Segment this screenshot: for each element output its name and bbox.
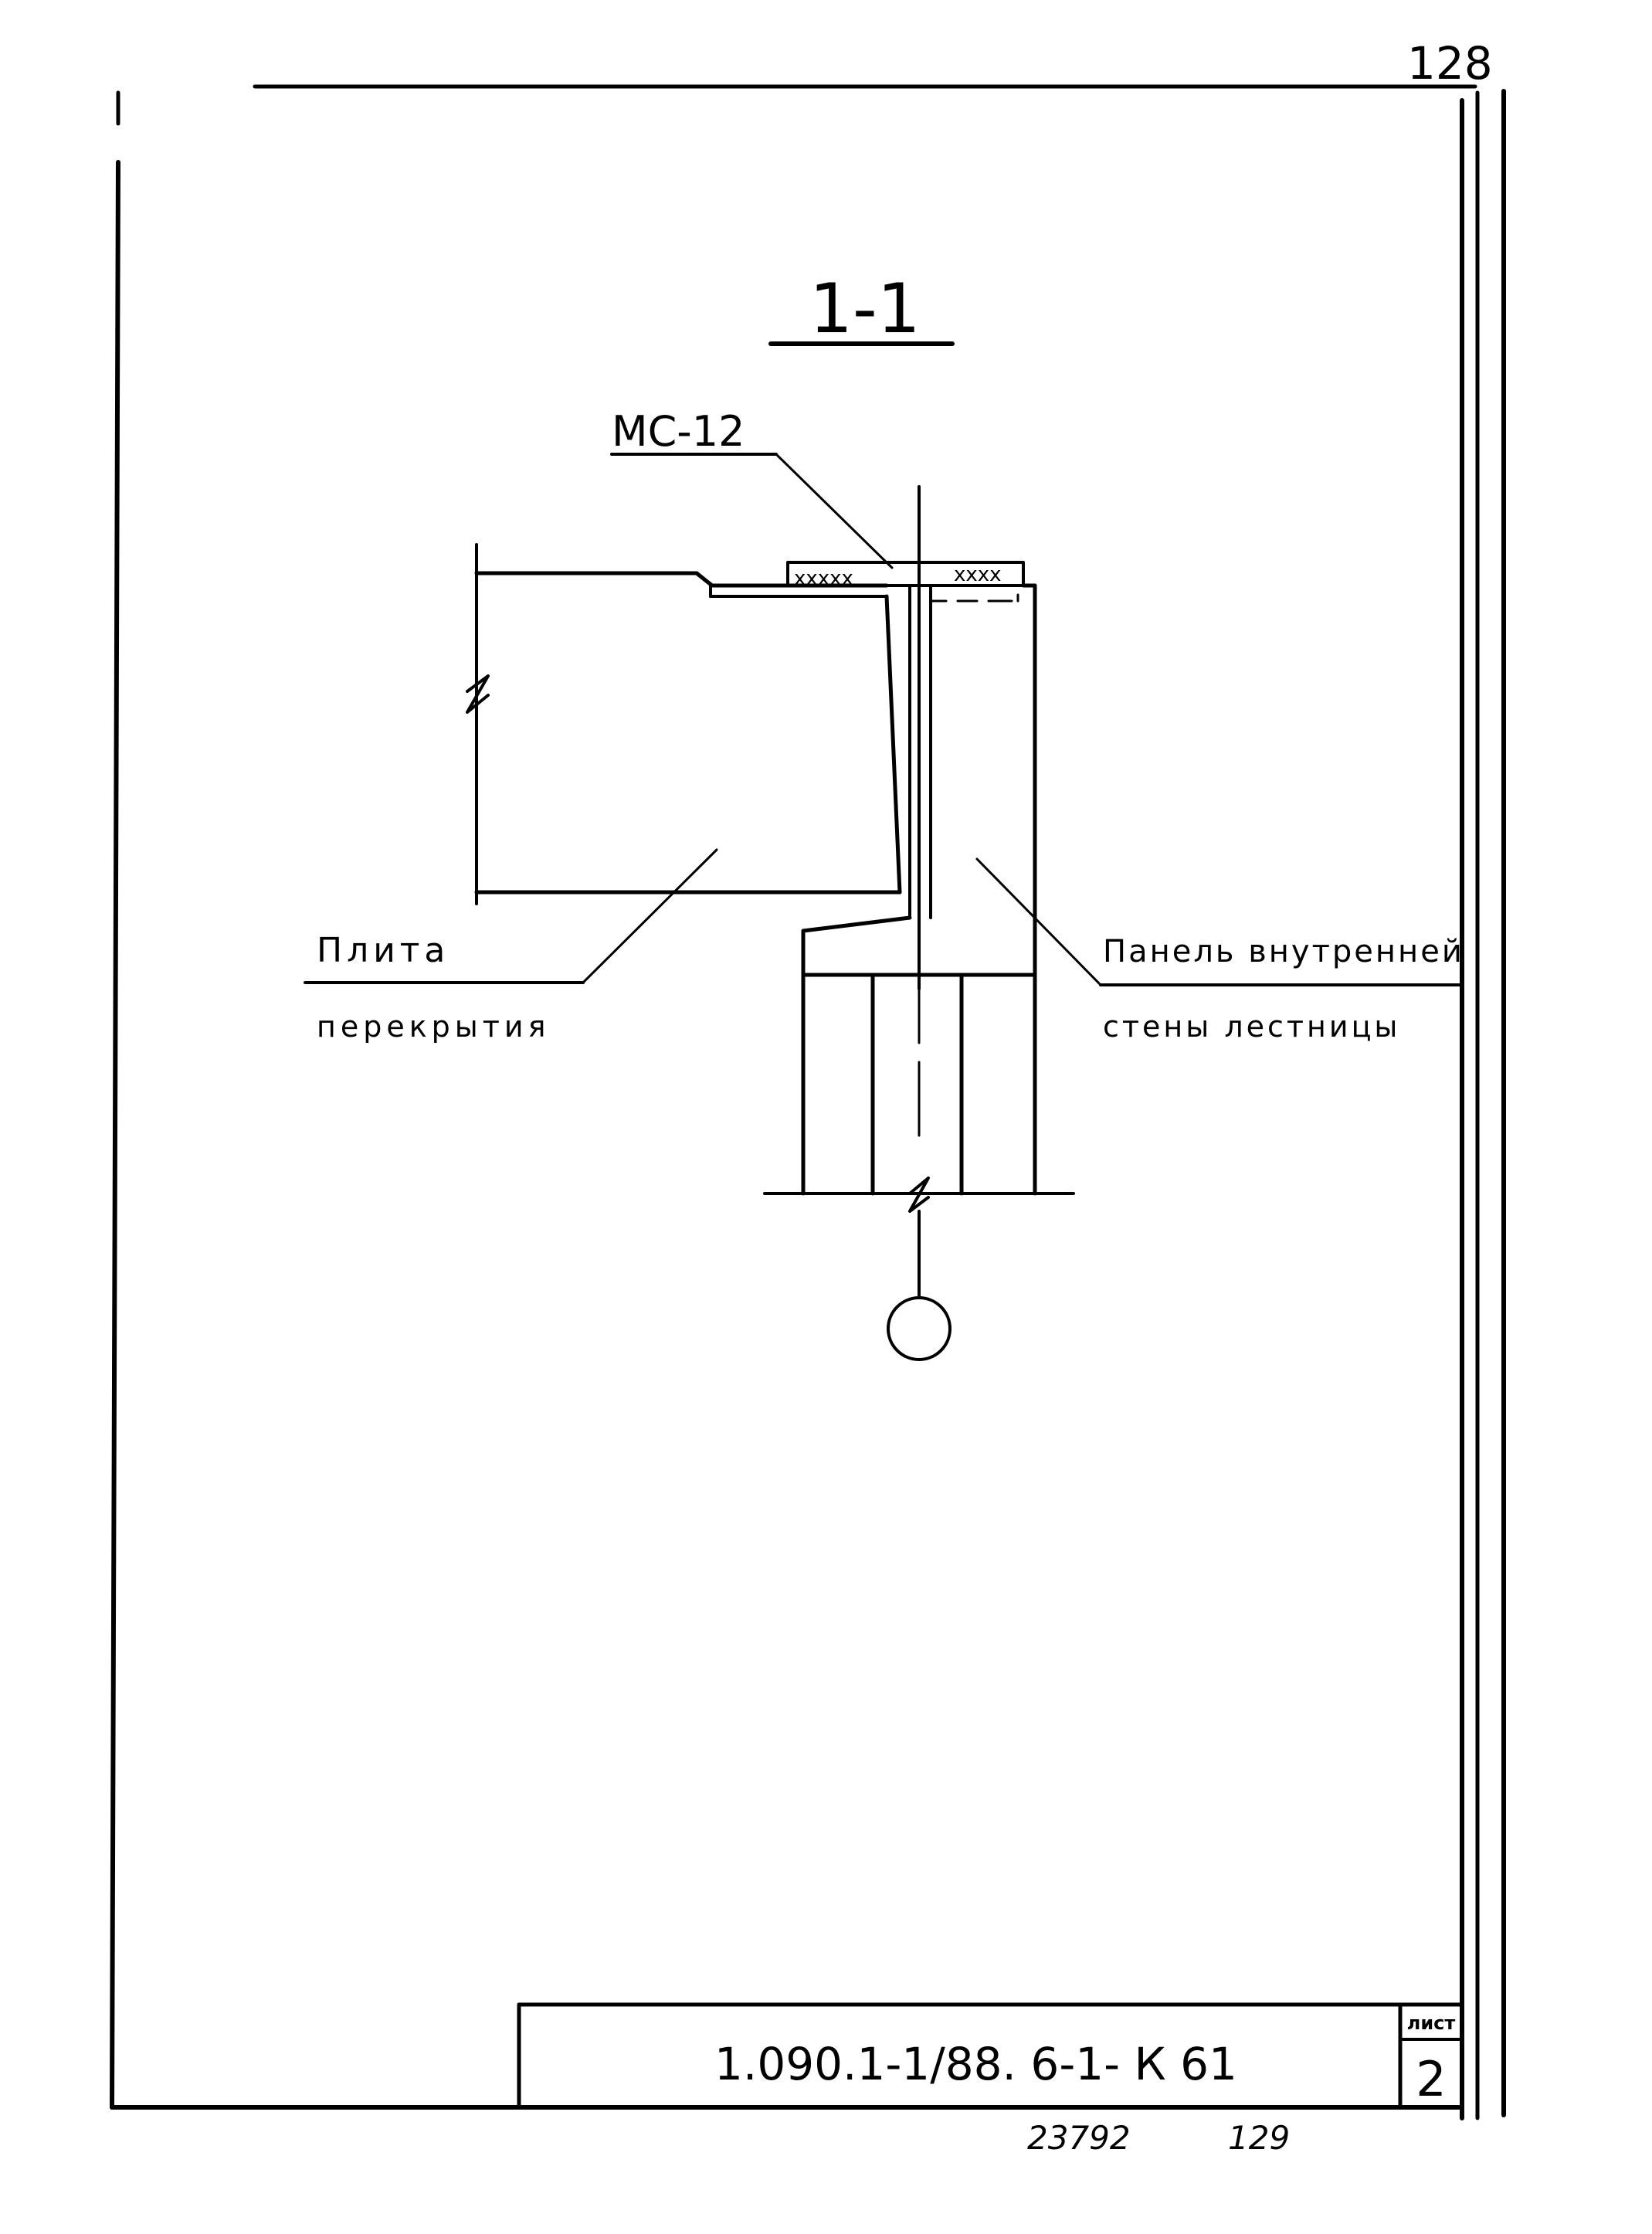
panel-label-line2: стены лестницы [1103, 1010, 1400, 1044]
mark-leader [775, 453, 894, 569]
axis-marker-circle [887, 1296, 952, 1361]
section-drawing: xxxxx xxxx [466, 485, 1075, 1361]
panel-leader [975, 857, 1102, 986]
archive-number: 23792 [1027, 2119, 1131, 2157]
footer-page: 129 [1228, 2119, 1290, 2157]
section-title: 1-1 [809, 269, 921, 348]
page-number: 128 [1407, 37, 1493, 90]
document-code: 1.090.1-1/88. 6-1- К 61 [714, 2038, 1237, 2090]
drawing-frame [110, 84, 1506, 2120]
hatch-left-text: xxxxx [794, 567, 853, 590]
slab-leader [582, 848, 718, 984]
slab-label-line2: перекрытия [317, 1010, 551, 1044]
sheet-number: 2 [1416, 2051, 1446, 2107]
mark-label: МС-12 [612, 407, 745, 456]
hatch-right-text: xxxx [954, 563, 1002, 586]
title-block [517, 2002, 1464, 2110]
slab-label-line1: Плита [317, 931, 449, 970]
sheet-label: лист [1407, 2012, 1456, 2034]
panel-label-line1: Панель внутренней [1103, 934, 1464, 969]
